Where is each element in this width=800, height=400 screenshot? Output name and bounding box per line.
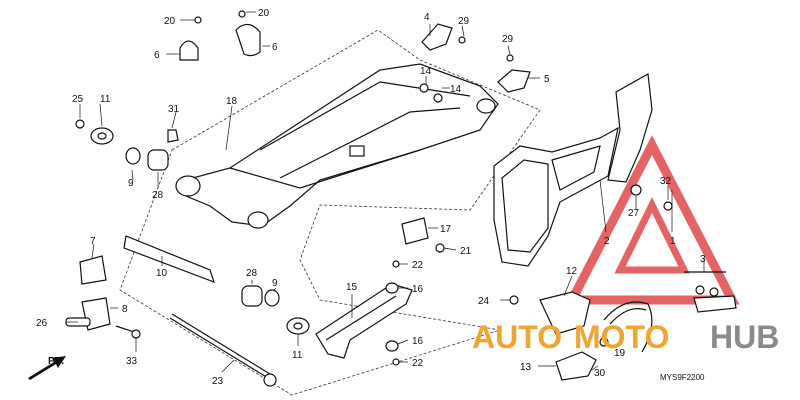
chain-adjuster-12	[509, 291, 591, 335]
callout-13: 13	[520, 362, 532, 373]
svg-text:MOTO: MOTO	[574, 319, 669, 355]
swingarm-clamp-right	[235, 10, 270, 57]
chain-link	[603, 301, 653, 353]
svg-text:AUTO: AUTO	[472, 319, 562, 355]
callout-29a: 29	[458, 16, 470, 27]
callout-20b: 20	[258, 8, 270, 19]
callout-17: 17	[440, 224, 452, 235]
chain-slider-13	[555, 351, 597, 381]
watermark-logo	[564, 135, 740, 305]
callout-33: 33	[126, 356, 138, 367]
svg-text:HUB: HUB	[710, 319, 779, 355]
callout-6b: 6	[272, 42, 278, 53]
callout-27: 27	[628, 208, 640, 219]
callout-25: 25	[72, 94, 84, 105]
callout-1: 1	[670, 236, 676, 247]
chain-guard-1	[607, 73, 653, 183]
callout-7: 7	[90, 236, 96, 247]
bearing-9-left	[125, 147, 141, 165]
assembly-outline	[119, 29, 541, 396]
callout-2: 2	[604, 236, 610, 247]
callout-28b: 28	[246, 268, 258, 279]
bushing-28-right	[241, 285, 263, 307]
bracket-5	[497, 54, 531, 93]
callout-labels: 20 20 6 6 4 29 29 14 14 5 25 11 31 18 9 …	[36, 8, 706, 387]
front-direction-arrow	[28, 356, 66, 380]
callout-5: 5	[544, 74, 550, 85]
drawing-code: MYS9F2200	[660, 373, 705, 382]
callout-12: 12	[566, 266, 578, 277]
cover-block-7	[79, 255, 107, 285]
callout-16b: 16	[412, 336, 424, 347]
callout-31: 31	[168, 104, 180, 115]
adjuster-set-3	[684, 271, 737, 313]
callout-9a: 9	[128, 178, 134, 189]
callout-14a: 14	[420, 66, 432, 77]
pivot-collar-10	[123, 235, 215, 284]
callout-19: 19	[614, 348, 626, 359]
direction-label: FR.	[48, 356, 64, 367]
watermark-text: AUTO MOTO HUB	[472, 319, 779, 355]
callout-11b: 11	[292, 350, 303, 361]
plate-17	[401, 217, 429, 245]
bushing-28-left	[147, 149, 169, 171]
dust-seal-11-right	[286, 317, 310, 335]
swingarm	[175, 63, 499, 229]
pivot-bolt-23	[169, 313, 277, 387]
collar-25	[75, 119, 85, 129]
leader-lines	[66, 24, 705, 373]
callout-22a: 22	[412, 260, 424, 271]
callout-24: 24	[478, 296, 490, 307]
callout-16a: 16	[412, 284, 424, 295]
bracket-4	[421, 23, 466, 51]
bolt-32	[663, 201, 673, 211]
washer-27	[630, 184, 642, 196]
callout-8: 8	[122, 304, 128, 315]
callout-10: 10	[156, 268, 168, 279]
callout-9b: 9	[272, 278, 278, 289]
callout-11a: 11	[100, 94, 111, 105]
grease-nipple-31	[167, 129, 179, 143]
callout-20a: 20	[164, 16, 176, 27]
callout-3: 3	[700, 254, 706, 265]
bolt-14	[419, 83, 443, 103]
callout-32: 32	[660, 176, 672, 187]
chain-case-2	[493, 126, 619, 267]
callout-30: 30	[594, 368, 606, 379]
callout-14b: 14	[450, 84, 462, 95]
callout-29b: 29	[502, 34, 514, 45]
swingarm-clamp-left	[166, 16, 202, 61]
bolt-33	[115, 325, 141, 339]
callout-28a: 28	[152, 190, 164, 201]
dust-seal-11	[90, 127, 114, 145]
callout-15: 15	[346, 282, 358, 293]
callout-26: 26	[36, 318, 48, 329]
bearing-9-right	[264, 289, 280, 307]
callout-4: 4	[424, 12, 430, 23]
bolt-21	[435, 243, 445, 253]
callout-21: 21	[460, 246, 472, 257]
callout-6a: 6	[154, 50, 160, 61]
callout-23: 23	[212, 376, 224, 387]
collar-16	[385, 282, 399, 352]
callout-18: 18	[226, 96, 238, 107]
callout-22b: 22	[412, 358, 424, 369]
